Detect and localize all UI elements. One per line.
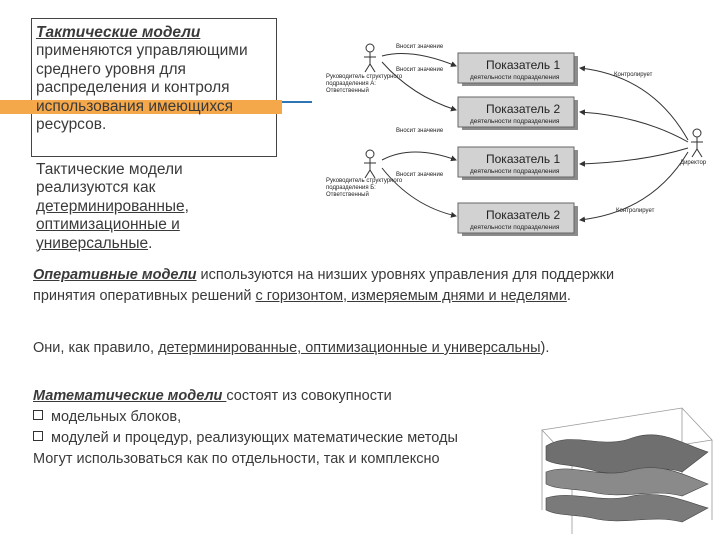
enters-value-a1: Вносит значение (396, 44, 444, 50)
math-item: модельных блоков, (33, 407, 593, 428)
head-b-label: Руководитель структурного подразделения … (326, 178, 404, 198)
checkbox-bullet-icon (33, 431, 43, 441)
tactical-p2-start: Тактические модели реализуются как (36, 161, 183, 197)
tactical-block: Тактические модели применяются управляющ… (36, 24, 272, 134)
tactical-p2-link[interactable]: детерминированные, оптимизационные и уни… (36, 197, 189, 252)
indicator-1-title-b: Показатель 1 (486, 152, 560, 166)
indicator-1-face-a (457, 52, 575, 84)
indicator-2-face-a (457, 96, 575, 128)
math-title: Математические модели (33, 388, 227, 404)
indicator-2-title-b: Показатель 2 (486, 208, 560, 222)
tactical-desc: применяются управляющими среднего уровня… (36, 42, 248, 134)
indicator-2-title-a: Показатель 2 (486, 102, 560, 116)
math-final: Могут использоваться как по отдельности,… (33, 451, 440, 467)
director-icon (691, 128, 703, 158)
enters-value-b1: Вносит значение (396, 128, 444, 134)
indicator-1-sub-a: деятельности подразделения (470, 74, 560, 81)
operative-title: Оперативные модели (33, 267, 197, 283)
indicator-2-sub-a: деятельности подразделения (470, 118, 560, 125)
person-b-icon (364, 149, 376, 179)
indicator-1-face-b (457, 146, 575, 178)
operative-link2[interactable]: детерминированные, оптимизационные и уни… (158, 340, 541, 356)
indicator-1-title-a: Показатель 1 (486, 58, 560, 72)
tactical-para2: Тактические модели реализуются как детер… (36, 161, 246, 253)
operative-block: Оперативные модели используются на низши… (33, 265, 673, 307)
person-a-icon (364, 43, 376, 73)
tactical-p2-end: . (148, 234, 153, 252)
responsibility-diagram: Руководитель структурного подразделения … (326, 43, 707, 236)
group-b: Руководитель структурного подразделения … (326, 128, 655, 236)
indicator-2-sub-b: деятельности подразделения (470, 224, 560, 231)
math-item: модулей и процедур, реализующих математи… (33, 428, 593, 449)
enters-value-a2: Вносит значение (396, 67, 444, 73)
operative-text2-end: ). (540, 340, 550, 356)
accent-bar (0, 100, 282, 114)
enters-value-b2: Вносит значение (396, 172, 444, 178)
operative-text1-end: . (566, 288, 571, 304)
math-block: Математические модели состоят из совокуп… (33, 386, 593, 470)
group-a: Руководитель структурного подразделения … (326, 43, 653, 130)
controls-b: Контролирует (616, 208, 655, 214)
operative-link1[interactable]: с горизонтом, измеряемым днями и неделям… (255, 288, 567, 304)
indicator-2-face-b (457, 202, 575, 234)
indicator-1-sub-b: деятельности подразделения (470, 168, 560, 175)
surface-plot-image (541, 407, 713, 534)
controls-a: Контролирует (614, 72, 653, 78)
director-label: Директор (680, 160, 707, 166)
tactical-title: Тактические модели (36, 24, 201, 41)
head-a-label: Руководитель структурного подразделения … (326, 74, 404, 94)
operative-para2: Они, как правило, детерминированные, опт… (33, 338, 703, 359)
accent-line (282, 101, 312, 103)
title-frame (31, 18, 277, 157)
checkbox-bullet-icon (33, 410, 43, 420)
operative-text2-start: Они, как правило, (33, 340, 159, 356)
operative-text1: используются на низших уровнях управлени… (33, 267, 615, 304)
math-text: состоят из совокупности (226, 388, 392, 404)
